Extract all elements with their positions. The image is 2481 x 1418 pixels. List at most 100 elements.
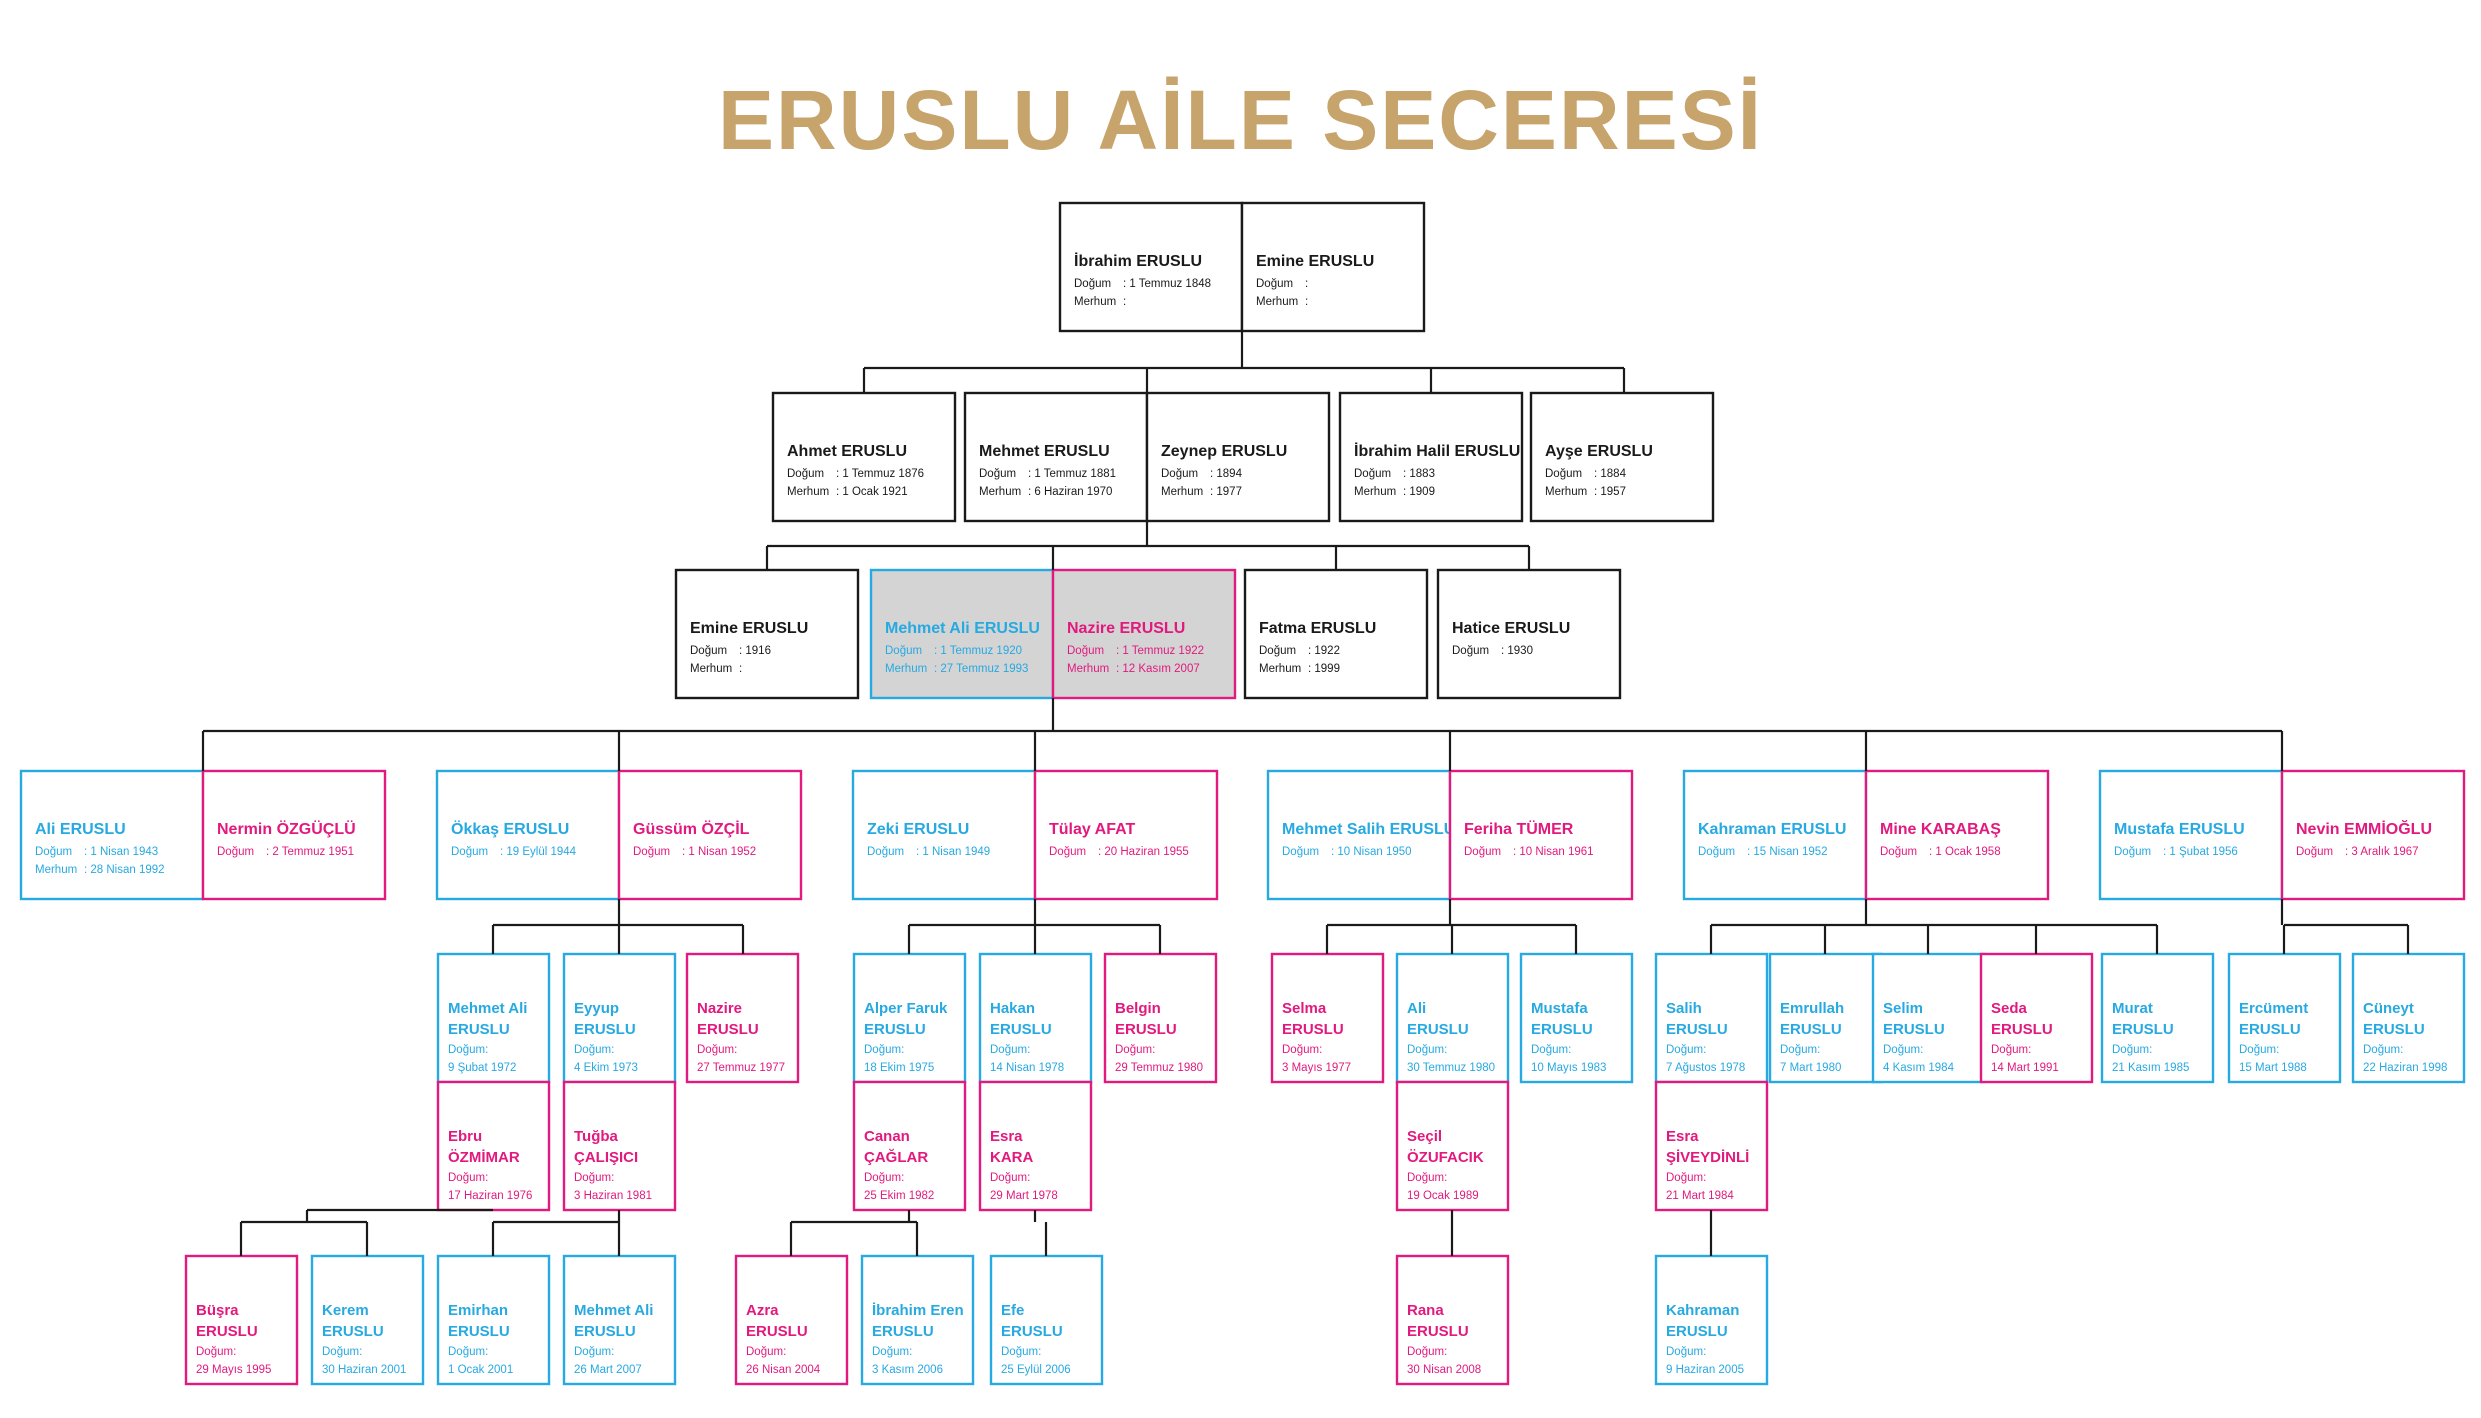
death-label: Merhum xyxy=(1074,296,1116,308)
death-value: : 1909 xyxy=(1403,486,1435,498)
person-box xyxy=(1654,952,1769,1084)
death-value: : xyxy=(1305,296,1308,308)
person-name: Emine ERUSLU xyxy=(690,620,808,637)
birth-label: Doğum: xyxy=(990,1172,1030,1184)
birth-value: : 1930 xyxy=(1501,645,1533,657)
death-line: Merhum: 1 Ocak 1921 xyxy=(787,486,908,498)
birth-label: Doğum: xyxy=(864,1172,904,1184)
person-box xyxy=(1519,952,1634,1084)
birth-value: 30 Haziran 2001 xyxy=(322,1364,406,1376)
person-name: Zeki ERUSLU xyxy=(867,821,969,838)
birth-value: : 1 Nisan 1943 xyxy=(84,846,158,858)
person-box xyxy=(674,568,860,700)
birth-value: : xyxy=(1305,278,1308,290)
birth-label: Doğum xyxy=(1067,645,1104,657)
birth-value: 25 Eylül 2006 xyxy=(1001,1364,1071,1376)
birth-line: Doğum: 20 Haziran 1955 xyxy=(1049,846,1189,858)
birth-line: Doğum: 1916 xyxy=(690,645,771,657)
person-box xyxy=(963,391,1149,523)
person-box xyxy=(435,769,621,901)
person-box xyxy=(1871,952,1986,1084)
birth-value: 1 Ocak 2001 xyxy=(448,1364,513,1376)
person-name: Tülay AFAT xyxy=(1049,821,1135,838)
death-label: Merhum xyxy=(1161,486,1203,498)
death-value: : xyxy=(739,663,742,675)
person-box xyxy=(734,1254,849,1386)
birth-value: : 1 Temmuz 1876 xyxy=(836,468,924,480)
birth-label: Doğum: xyxy=(574,1172,614,1184)
birth-label: Doğum: xyxy=(746,1346,786,1358)
person-box xyxy=(852,1080,967,1212)
birth-line: Doğum: 3 Aralık 1967 xyxy=(2296,846,2419,858)
birth-label: Doğum: xyxy=(1001,1346,1041,1358)
death-label: Merhum xyxy=(1067,663,1109,675)
birth-label: Doğum: xyxy=(1780,1044,1820,1056)
person-box xyxy=(771,391,957,523)
birth-value: : 1894 xyxy=(1210,468,1243,480)
person-box xyxy=(436,1080,551,1212)
person-box xyxy=(2227,952,2342,1084)
birth-value: 10 Mayıs 1983 xyxy=(1531,1062,1606,1074)
birth-value: 14 Mart 1991 xyxy=(1991,1062,2059,1074)
birth-line: Doğum: 1 Şubat 1956 xyxy=(2114,846,2238,858)
death-value: : 12 Kasım 2007 xyxy=(1116,663,1200,675)
person-box xyxy=(1051,568,1237,700)
death-line: Merhum: 27 Temmuz 1993 xyxy=(885,663,1028,675)
birth-value: : 1 Ocak 1958 xyxy=(1929,846,2001,858)
birth-label: Doğum: xyxy=(864,1044,904,1056)
death-line: Merhum: 1957 xyxy=(1545,486,1626,498)
person-box xyxy=(2351,952,2466,1084)
person-name: İbrahim ERUSLU xyxy=(1074,252,1202,270)
birth-label: Doğum xyxy=(867,846,904,858)
birth-line: Doğum : 1 Temmuz 1922 xyxy=(1067,645,1204,657)
birth-label: Doğum xyxy=(1545,468,1582,480)
birth-label: Doğum xyxy=(1464,846,1501,858)
death-value: : xyxy=(1123,296,1126,308)
birth-label: Doğum: xyxy=(1991,1044,2031,1056)
birth-label: Doğum: xyxy=(1407,1044,1447,1056)
person-name: Emine ERUSLU xyxy=(1256,253,1374,270)
person-box xyxy=(436,952,551,1084)
birth-label: Doğum: xyxy=(1282,1044,1322,1056)
person-box xyxy=(1243,568,1429,700)
birth-label: Doğum: xyxy=(322,1346,362,1358)
person-box xyxy=(1240,201,1426,333)
person-box xyxy=(869,568,1055,700)
death-value: : 27 Temmuz 1993 xyxy=(934,663,1028,675)
birth-label: Doğum: xyxy=(448,1044,488,1056)
page-title: ERUSLU AİLE SECERESİ xyxy=(717,73,1764,167)
person-name: Ökkaş ERUSLU xyxy=(451,819,569,838)
death-line: Merhum: xyxy=(690,663,742,675)
birth-value: : 1922 xyxy=(1308,645,1340,657)
birth-value: : 1 Temmuz 1922 xyxy=(1116,645,1204,657)
death-label: Merhum xyxy=(35,864,77,876)
birth-value: 30 Nisan 2008 xyxy=(1407,1364,1481,1376)
